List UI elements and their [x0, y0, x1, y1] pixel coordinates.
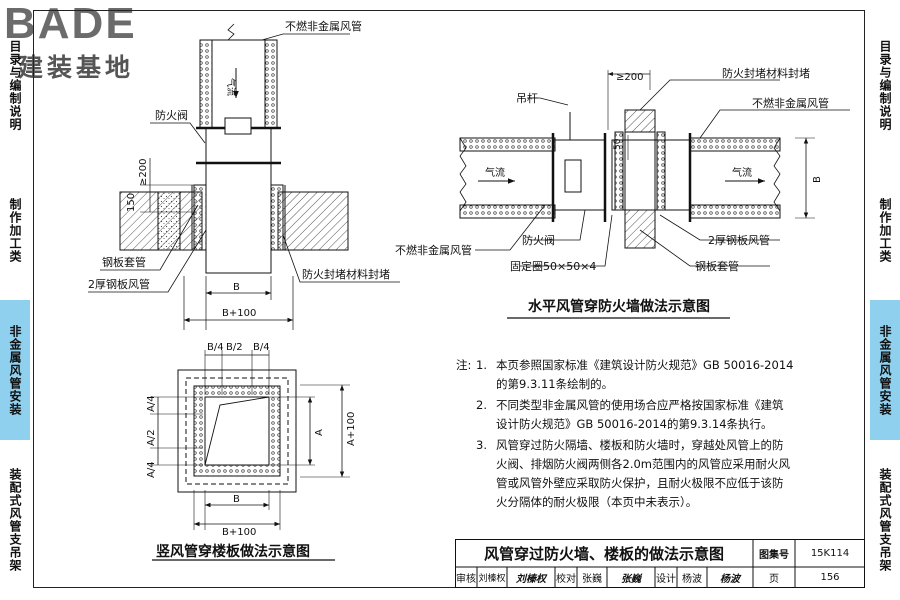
dim-50: 50: [613, 138, 623, 150]
checker-signature: 张巍: [621, 574, 641, 585]
label-steel-sleeve-h: 钢板套管: [695, 259, 739, 273]
design-label: 设计: [656, 574, 676, 585]
vertical-section-labels: 不燃非金属风管 防火阀 钢板套管 2厚钢板风管 防火封堵材料封堵 气流 150 …: [88, 19, 390, 319]
dim-b-plan: B: [233, 494, 240, 505]
label-fire-damper-h: 防火阀: [522, 233, 555, 247]
review-label: 审核: [456, 574, 476, 585]
right-tab-fabrication[interactable]: 制作加工类: [878, 197, 892, 263]
label-fire-damper: 防火阀: [155, 108, 188, 122]
dim-200: ≥200: [138, 159, 149, 186]
dim-b: B: [233, 282, 240, 293]
dim-b-h: B: [812, 176, 823, 183]
vertical-duct-section: [88, 23, 400, 330]
page-number: 156: [820, 572, 840, 583]
left-tab-nonmetal-duct[interactable]: 非金属风管安装: [0, 300, 30, 440]
note-3-line-3: 管或风管外壁应采取防火保护，且耐火极限不应低于该防: [496, 476, 784, 490]
note-2-num: 2.: [476, 398, 487, 412]
atlas-number: 15K114: [810, 547, 850, 559]
left-tab-column: 目录与编制说明 制作加工类 非金属风管安装 装配式风管支吊架: [0, 0, 30, 600]
drawing-title: 风管穿过防火墙、楼板的做法示意图: [483, 544, 724, 563]
dim-150: 150: [126, 193, 137, 212]
title-block-grid: [455, 539, 865, 588]
label-hanger: 吊杆: [516, 91, 538, 105]
left-tab-support-hanger[interactable]: 装配式风管支吊架: [8, 468, 22, 572]
right-tab-catalog[interactable]: 目录与编制说明: [878, 39, 892, 131]
left-tab-catalog[interactable]: 目录与编制说明: [8, 39, 22, 131]
dim-a4-top: A/4: [146, 395, 157, 412]
label-fire-seal-h: 防火封堵材料封堵: [722, 66, 810, 80]
label-steel-duct-2mm: 2厚钢板风管: [88, 277, 150, 291]
atlas-label: 图集号: [759, 549, 789, 561]
plan-view-title: 竖风管穿楼板做法示意图: [156, 543, 310, 560]
reviewer-signature: 刘榛权: [516, 574, 546, 585]
logo-subtitle: 建装基地: [18, 53, 135, 82]
note-2-line-1: 不同类型非金属风管的使用场合应严格按国家标准《建筑: [496, 398, 784, 412]
dim-a: A: [314, 429, 325, 436]
page-label: 页: [769, 574, 779, 585]
dim-b100: B+100: [222, 308, 256, 319]
dim-a4-bottom: A/4: [146, 461, 157, 478]
note-1-num: 1.: [476, 358, 487, 372]
right-tab-column: 目录与编制说明 制作加工类 非金属风管安装 装配式风管支吊架: [870, 0, 900, 600]
dim-a2: A/2: [146, 429, 157, 446]
label-airflow-left: 气流: [485, 166, 505, 179]
note-3-num: 3.: [476, 438, 487, 452]
dim-b4-left: B/4: [207, 342, 224, 353]
label-fire-seal: 防火封堵材料封堵: [302, 267, 390, 281]
dim-b100-plan: B+100: [222, 527, 256, 538]
note-1-line-2: 的第9.3.11条绘制的。: [496, 377, 614, 391]
logo-brand: BADE: [4, 0, 137, 48]
note-2-line-2: 设计防火规范》GB 50016-2014的第9.3.14条执行。: [496, 417, 773, 431]
vertical-duct-plan-view: [150, 350, 350, 561]
notes-prefix: 注:: [456, 358, 472, 372]
label-steel-sleeve: 钢板套管: [102, 255, 146, 269]
plan-view-labels: B/4 B/2 B/4 A/4 A/2 A/4 A A+100 B B+100 …: [146, 342, 357, 560]
label-nonmetal-duct: 不燃非金属风管: [285, 19, 362, 33]
dim-a100: A+100: [346, 412, 357, 446]
note-3-line-2: 火阀、排烟防火阀两侧各2.0m范围内的风管应采用耐火风: [496, 457, 790, 471]
horizontal-section-title: 水平风管穿防火墙做法示意图: [528, 298, 710, 315]
dim-b4-right: B/4: [253, 342, 270, 353]
horizontal-section-labels: ≥200 吊杆 防火封堵材料封堵 不燃非金属风管 气流 气流 50 B 不燃非金…: [395, 66, 829, 315]
note-3-line-1: 风管穿过防火隔墙、楼板和防火墙时，穿越处风管上的防: [496, 438, 784, 452]
designer-name: 杨波: [682, 574, 702, 585]
dim-200-h: ≥200: [616, 72, 643, 83]
publisher-logo: BADE 建装基地: [4, 2, 174, 86]
left-tab-fabrication[interactable]: 制作加工类: [8, 197, 22, 263]
label-nonmetal-duct-right: 不燃非金属风管: [752, 96, 829, 110]
right-tab-support-hanger[interactable]: 装配式风管支吊架: [878, 468, 892, 572]
check-label: 校对: [556, 574, 576, 585]
note-3-line-4: 火分隔体的耐火极限（本页中未表示）。: [496, 495, 698, 509]
note-1-line-1: 本页参照国家标准《建筑设计防火规范》GB 50016-2014: [496, 358, 794, 372]
checker-name: 张巍: [582, 574, 602, 585]
title-block: 风管穿过防火墙、楼板的做法示意图 图集号 15K114 审核 刘榛权 刘榛权 校…: [455, 539, 865, 588]
label-airflow: 气流: [225, 78, 237, 96]
label-nonmetal-duct-left: 不燃非金属风管: [395, 243, 472, 257]
label-airflow-right: 气流: [732, 166, 752, 179]
label-fixing-ring: 固定圈50×50×4: [510, 259, 596, 273]
horizontal-duct-section: [459, 70, 850, 319]
label-steel-duct-2mm-h: 2厚钢板风管: [708, 233, 770, 247]
right-tab-nonmetal-duct[interactable]: 非金属风管安装: [870, 300, 900, 440]
dim-b2: B/2: [226, 342, 243, 353]
designer-signature: 杨波: [720, 574, 740, 585]
reviewer-name: 刘榛权: [478, 574, 506, 584]
drawing-frame: [33, 10, 865, 588]
